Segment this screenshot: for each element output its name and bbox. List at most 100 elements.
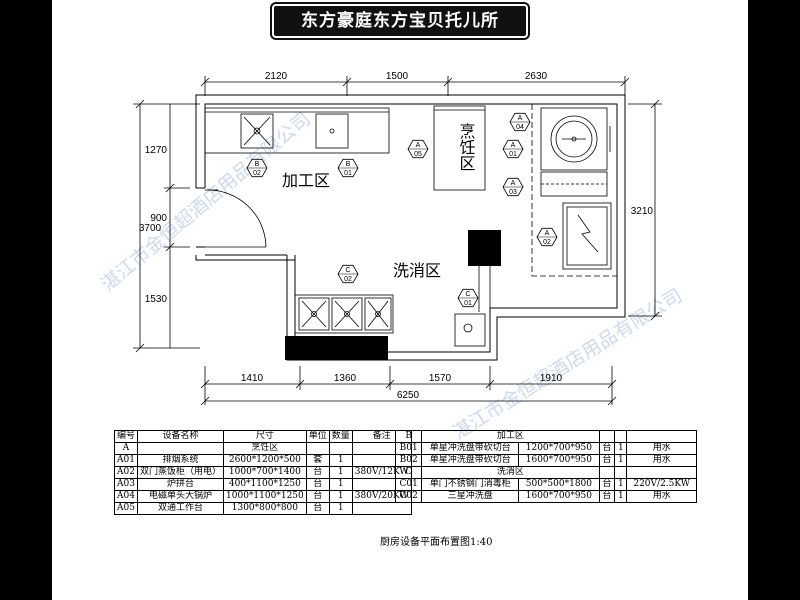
left-dim-3: 1530 [145,294,168,305]
sterilizer-cabinet [468,230,501,266]
zone-cooking-label: 烹饪区 [457,122,476,171]
table-cell: 用水 [626,454,697,467]
triple-sink [294,294,394,334]
exhaust-hood [531,104,617,277]
tag-number: 02 [344,276,352,283]
table-cell: 台 [598,454,616,467]
door [205,189,267,248]
right-dim: 3210 [631,206,654,217]
table-cell: 单门不锈钢门消毒柜 [421,478,520,491]
title-banner: 东方豪庭东方宝贝托儿所 [272,4,528,38]
table-cell: 台 [305,490,330,503]
section-title: 烹饪区 [223,442,307,455]
table-cell: 1 [614,478,628,491]
table-cell: 1200*700*950 [518,442,600,455]
left-dim-1: 1270 [145,145,168,156]
watermark-lower: 湛江市金恒超酒店用品有限公司 [449,285,686,445]
col-header-code: 编号 [113,430,139,443]
equipment-tag: A 01 [502,139,524,159]
table-cell: A03 [113,478,139,491]
table-cell: 1000*1100*1250 [223,490,307,503]
overall-left-dim: 3700 [139,223,162,234]
equipment-tag: C 02 [337,264,359,284]
table-cell: 套 [305,454,330,467]
table-cell: A01 [113,454,139,467]
col-header-qty: 数量 [328,430,353,443]
table-cell: 1 [328,454,353,467]
table-cell: 单星冲洗盘带砍切台 [421,442,520,455]
tag-letter: A [511,180,516,187]
tag-number: 01 [464,300,472,307]
tag-number: 01 [509,151,517,158]
table-cell: B02 [394,454,423,467]
tag-letter: A [416,142,421,149]
table-cell: 1600*700*950 [518,454,600,467]
table-cell: 1 [614,490,628,503]
bottom-dimensions [200,366,617,406]
cooking-worktable [433,105,486,191]
equipment-tag: A 05 [407,139,429,159]
col-header-name: 设备名称 [137,430,225,443]
tag-letter: B [346,161,351,168]
tag-letter: C [345,267,350,274]
table-cell: 2600*1200*500 [223,454,307,467]
section-code: A [113,442,139,455]
table-cell: 用水 [626,442,697,455]
tag-number: 05 [414,151,422,158]
tag-number: 03 [509,189,517,196]
table-cell: 1600*700*950 [518,490,600,503]
page-title: 东方豪庭东方宝贝托儿所 [301,11,499,31]
equipment-tag: A 04 [509,112,531,132]
equipment-tag: A 03 [502,177,524,197]
left-dim-2: 900 [150,213,167,224]
table-cell: 1 [328,466,353,479]
tag-letter: A [545,230,550,237]
table-cell: 台 [598,478,616,491]
drawing-caption: 厨房设备平面布置图1:40 [380,537,493,548]
tag-letter: A [518,115,523,122]
table-cell: 用水 [626,490,697,503]
tag-number: 01 [344,170,352,177]
table-cell: 1 [614,442,628,455]
col-header-size: 尺寸 [223,430,307,443]
table-cell: 台 [305,502,330,515]
table-cell: 1 [328,502,353,515]
processing-counter [204,107,390,154]
left-dimensions [133,99,200,353]
tag-number: 04 [516,124,524,131]
table-cell: 1 [328,490,353,503]
table-cell: 台 [598,490,616,503]
table-cell: 500*500*1800 [518,478,600,491]
table-cell: B01 [394,442,423,455]
section-title: 洗消区 [421,466,600,479]
bottom-dim-4: 1910 [540,373,563,384]
bottom-dim-2: 1360 [334,373,357,384]
section-code: C [394,466,423,479]
table-cell: 400*1100*1250 [223,478,307,491]
tag-number: 02 [543,239,551,246]
overall-bottom-dim: 6250 [397,390,420,401]
sink-black-base [285,336,388,360]
table-cell: 1 [614,454,628,467]
top-dim-3: 2630 [525,71,548,82]
watermark-upper: 湛江市金恒超酒店用品有限公司 [97,108,315,296]
table-cell: 双通工作台 [137,502,225,515]
stove-splice-table [540,171,608,197]
equipment-tag: B 01 [337,158,359,178]
section-code: B [394,430,423,443]
table-cell: 炉拼台 [137,478,225,491]
top-dimensions [200,76,630,96]
steamer-cabinet [562,202,612,270]
top-dim-1: 2120 [265,71,288,82]
col-header-unit: 单位 [305,430,330,443]
table-cell: 单星冲洗盘带砍切台 [421,454,520,467]
tag-letter: A [511,142,516,149]
zone-processing-label: 加工区 [282,171,330,190]
